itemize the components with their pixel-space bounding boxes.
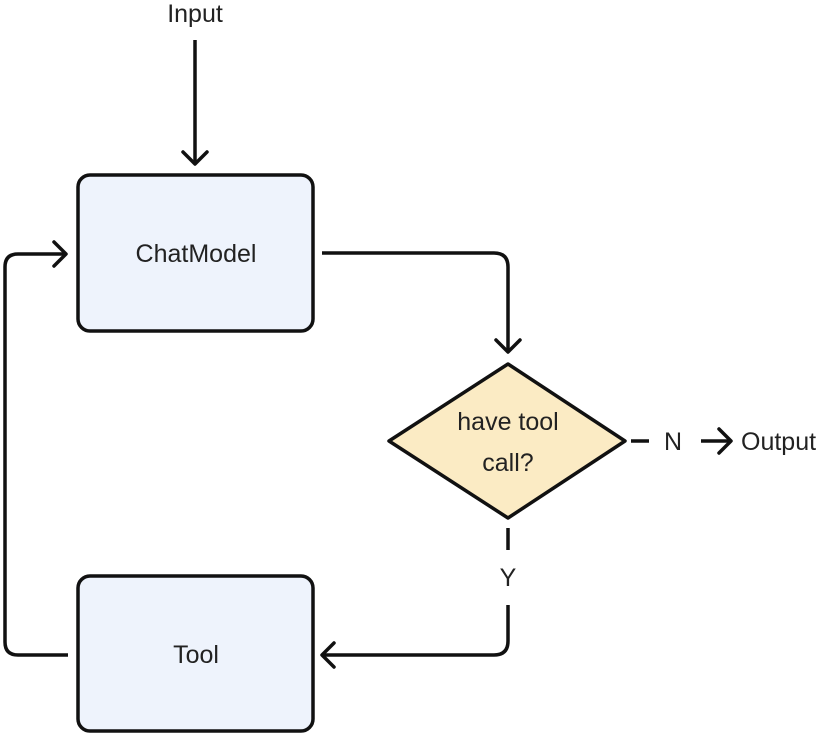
- tool-node: Tool: [76, 574, 315, 733]
- decision-label-line1: have tool: [457, 408, 558, 436]
- chat-model-node: ChatModel: [76, 173, 315, 333]
- tool-to-chat-model-arrow: [3, 240, 68, 657]
- yes-to-tool-arrow: [322, 605, 510, 657]
- tool-box: [76, 574, 315, 733]
- output-label: Output: [741, 428, 816, 456]
- chat-model-box: [76, 173, 315, 333]
- decision-node: have tool call?: [387, 362, 627, 520]
- decision-label-line2: call?: [482, 449, 533, 477]
- input-label: Input: [167, 0, 223, 28]
- no-branch: N Output: [631, 427, 816, 456]
- decision-diamond: [387, 362, 627, 520]
- no-label: N: [664, 428, 682, 456]
- yes-branch: Y: [320, 528, 517, 669]
- yes-label: Y: [500, 564, 517, 592]
- chat-model-to-decision-arrow: [322, 251, 522, 354]
- chat-model-label: ChatModel: [136, 240, 257, 268]
- input-arrow: [181, 40, 209, 166]
- tool-label: Tool: [173, 641, 219, 669]
